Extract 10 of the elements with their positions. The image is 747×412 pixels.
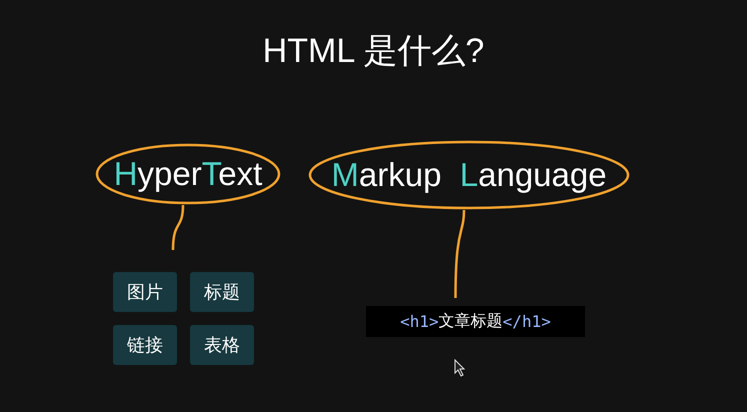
- code-snippet: <h1>文章标题</h1>: [366, 306, 585, 337]
- title: HTML 是什么?: [262, 31, 486, 72]
- leader-line: [172, 204, 184, 250]
- tag-button: 表格: [190, 325, 254, 365]
- circled-word: HyperText: [95, 143, 281, 205]
- tag-button: 链接: [113, 325, 177, 365]
- tag-button: 标题: [190, 272, 254, 312]
- circled-word: Markup Language: [308, 140, 630, 210]
- leader-line: [454, 210, 466, 298]
- tag-button: 图片: [113, 272, 177, 312]
